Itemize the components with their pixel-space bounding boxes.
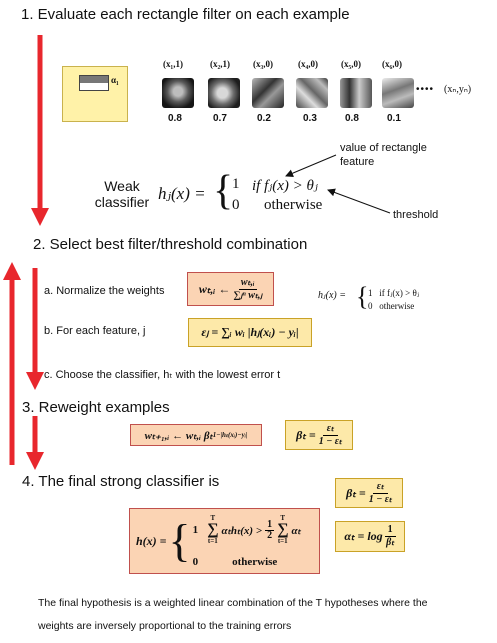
weak-brace: {: [213, 168, 234, 214]
face-image-1: [162, 78, 194, 108]
beta-denominator-2: 1 − εₜ: [368, 493, 392, 505]
example-label-5: (x₅,0): [341, 59, 361, 69]
reweight-exponent: 1−|hₜ(xᵢ)−yᵢ|: [212, 431, 248, 439]
threshold-arrow: [327, 188, 391, 214]
red-arrow-down-1: [31, 35, 49, 226]
strong-case2-value: 0: [192, 556, 199, 568]
footer-line-1: The final hypothesis is a weighted linea…: [38, 597, 428, 609]
weak-label: Weak classifier: [92, 178, 152, 210]
feature-value-3: 0.2: [257, 113, 271, 124]
strong-half-numerator: 1: [265, 518, 275, 531]
sum-symbol-2: ∑: [277, 521, 289, 538]
alpha-numerator: 1: [384, 524, 396, 537]
weak-label-line1: Weak: [104, 178, 140, 194]
face-image-2: [208, 78, 240, 108]
normalize-denominator: ∑ⱼⁿ wₜ,ⱼ: [233, 289, 263, 301]
beta-numerator-2: εₜ: [372, 481, 388, 494]
nonface-image-3: [252, 78, 284, 108]
normalize-formula: wₜ,ᵢ ← wₜ,ᵢ ∑ⱼⁿ wₜ,ⱼ: [187, 272, 274, 306]
example-label-1: (x₁,1): [163, 59, 183, 69]
sum-symbol: ∑: [207, 521, 219, 538]
feature-value-4: 0.3: [303, 113, 317, 124]
substep-b: b. For each feature, j: [44, 325, 146, 337]
example-label-4: (x₄,0): [298, 59, 318, 69]
threshold-annotation: threshold: [393, 209, 439, 221]
weak-case2-value: 0: [232, 197, 240, 213]
strong-sum-bottom: t=1: [207, 537, 218, 545]
strong-tail: αₜ: [291, 524, 301, 537]
weak-label-line2: classifier: [94, 194, 150, 210]
strong-half-denominator: 2: [267, 529, 273, 541]
strong-lhs: h(x) =: [136, 533, 167, 548]
step-2-heading: 2. Select best filter/threshold combinat…: [33, 236, 308, 253]
red-arrow-down-3: [26, 416, 44, 470]
example-label-2: (x₂,1): [210, 59, 230, 69]
error-formula: εⱼ = ∑ᵢ wᵢ |hⱼ(xᵢ) − yᵢ|: [188, 318, 312, 347]
beta-lhs-1: βₜ =: [296, 427, 316, 442]
beta-lhs-2: βₜ =: [346, 485, 366, 500]
strong-brace: {: [168, 515, 191, 566]
alpha-label: α₁: [111, 75, 119, 85]
value-annotation: value of rectangle feature: [340, 141, 427, 169]
alpha-formula: αₜ = log 1 βₜ: [335, 521, 405, 552]
strong-otherwise: otherwise: [232, 556, 278, 568]
strong-classifier-formula: h(x) = { 1 T ∑ t=1 αₜhₜ(x) > 1 2 T ∑ t=1…: [129, 508, 320, 574]
small-lhs: hⱼ(x) =: [318, 290, 346, 301]
example-label-3: (x₃,0): [253, 59, 273, 69]
example-label-6: (x₆,0): [382, 59, 402, 69]
nonface-image-6: [382, 78, 414, 108]
filter-rect-icon: [79, 75, 109, 91]
footer-line-2: weights are inversely proportional to th…: [38, 620, 292, 632]
red-arrow-up: [3, 262, 21, 465]
weak-case1-condition: if fⱼ(x) > θⱼ: [252, 178, 318, 194]
value-arrow: [285, 154, 337, 177]
beta-numerator-1: εₜ: [322, 423, 338, 436]
example-label-n: (xₙ,yₙ): [444, 84, 472, 95]
beta-formula-1: βₜ = εₜ 1 − εₜ: [285, 420, 353, 450]
strong-sum-top: T: [210, 514, 216, 522]
substep-a: a. Normalize the weights: [44, 285, 165, 297]
strong-sum2-bottom: t=1: [277, 537, 288, 545]
red-arrow-down-2: [26, 268, 44, 390]
step-3-heading: 3. Reweight examples: [22, 399, 170, 416]
weak-case1-value: 1: [232, 176, 240, 192]
small-brace: {: [356, 282, 369, 311]
weak-case2-condition: otherwise: [264, 197, 323, 213]
strong-case1-value: 1: [192, 524, 199, 536]
weak-lhs: hⱼ(x) =: [158, 184, 206, 203]
nonface-image-4: [296, 78, 328, 108]
substep-c: c. Choose the classifier, hₜ with the lo…: [44, 369, 281, 381]
strong-sum2-top: T: [280, 514, 286, 522]
step-1-heading: 1. Evaluate each rectangle filter on eac…: [21, 6, 350, 23]
strong-term: αₜhₜ(x) >: [221, 524, 263, 537]
alpha-denominator: βₜ: [386, 537, 395, 548]
small-case2: 0 otherwise: [368, 301, 415, 311]
alpha-lhs: αₜ = log: [344, 529, 383, 543]
feature-value-6: 0.1: [387, 113, 401, 124]
normalize-lhs: wₜ,ᵢ ←: [198, 281, 231, 296]
small-case1: 1 if fⱼ(x) > θⱼ: [368, 288, 420, 298]
value-annotation-line1: value of rectangle: [340, 142, 427, 154]
value-annotation-line2: feature: [340, 156, 375, 168]
reweight-main: wₜ₊₁,ᵢ ← wₜ,ᵢ βₜ: [144, 429, 213, 442]
feature-value-5: 0.8: [345, 113, 359, 124]
beta-denominator-1: 1 − εₜ: [318, 435, 342, 447]
nonface-image-5: [340, 78, 372, 108]
feature-value-2: 0.7: [213, 113, 227, 124]
reweight-formula: wₜ₊₁,ᵢ ← wₜ,ᵢ βₜ 1−|hₜ(xᵢ)−yᵢ|: [130, 424, 262, 446]
beta-formula-2: βₜ = εₜ 1 − εₜ: [335, 478, 403, 508]
feature-value-1: 0.8: [168, 113, 182, 124]
examples-ellipsis: ••••: [416, 84, 435, 95]
step-4-heading: 4. The final strong classifier is: [22, 473, 220, 490]
normalize-numerator: wₜ,ᵢ: [238, 276, 257, 290]
filter-box: α₁: [62, 66, 128, 122]
